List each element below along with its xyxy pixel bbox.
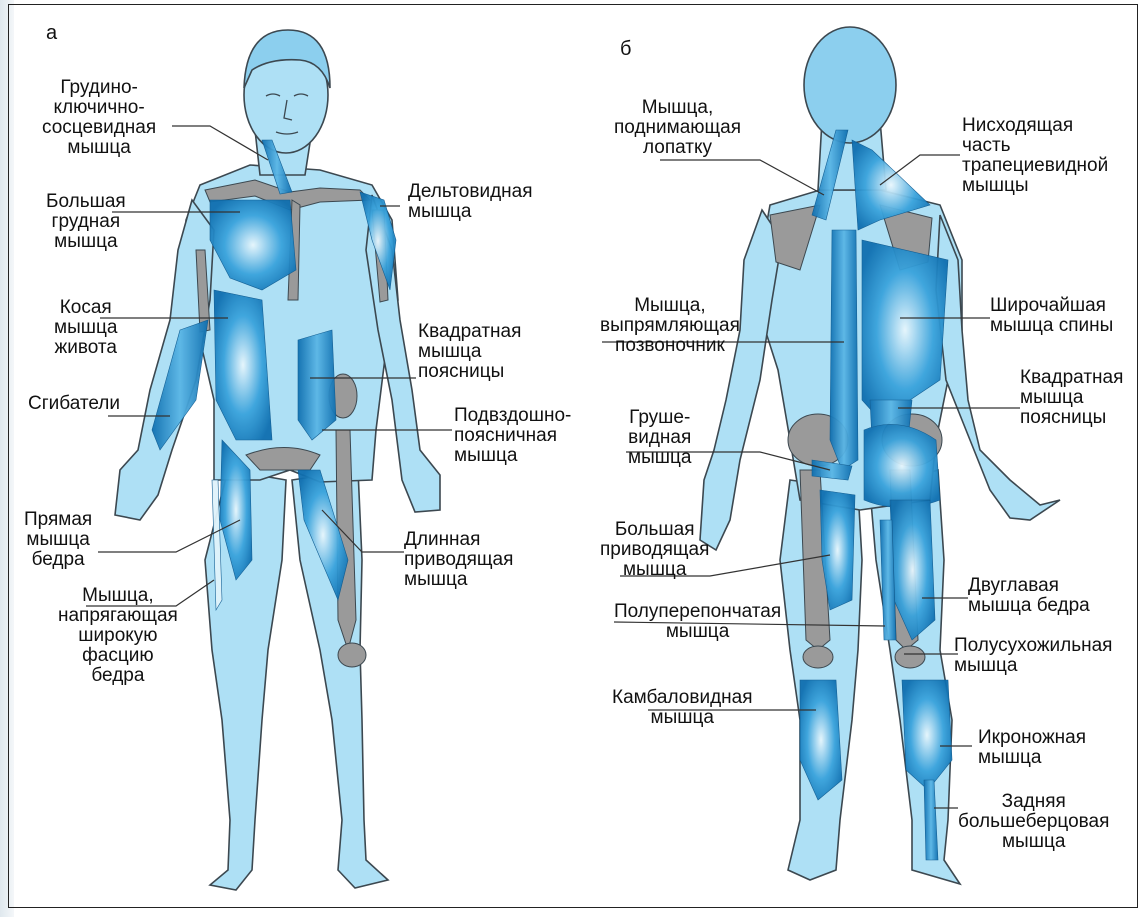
quadratus-front-muscle bbox=[298, 330, 336, 440]
label-levator-scapulae: Мышца, поднимающая лопатку bbox=[614, 98, 741, 158]
label-quadratus-front: Квадратная мышца поясницы bbox=[418, 322, 521, 382]
label-sternocleido: Грудино- ключично- сосцевидная мышца bbox=[42, 78, 156, 158]
label-biceps-femoris: Двуглавая мышца бедра bbox=[968, 576, 1090, 616]
label-gastrocnemius: Икроножная мышца bbox=[978, 728, 1086, 768]
label-adductor-magnus: Большая приводящая мышца bbox=[600, 520, 709, 580]
label-soleus: Камбаловидная мышца bbox=[612, 688, 753, 728]
label-piriformis: Груше- видная мышца bbox=[628, 408, 691, 468]
label-flexors: Сгибатели bbox=[28, 394, 120, 414]
label-semimembranosus: Полуперепончатая мышца bbox=[614, 602, 781, 642]
label-rectus-femoris: Прямая мышца бедра bbox=[24, 510, 92, 570]
label-pectoralis: Большая грудная мышца bbox=[46, 192, 126, 252]
label-latissimus: Широчайшая мышца спины bbox=[990, 296, 1113, 336]
label-adductor-longus: Длинная приводящая мышца bbox=[404, 530, 513, 590]
label-erector-spinae: Мышца, выпрямляющая позвоночник bbox=[600, 296, 740, 356]
label-quadratus-back: Квадратная мышца поясницы bbox=[1020, 368, 1123, 428]
panel-letter-back: б bbox=[620, 38, 631, 61]
erector-spinae-muscle bbox=[830, 230, 858, 470]
back-left-arm bbox=[700, 210, 782, 550]
leader-levator bbox=[660, 160, 824, 195]
label-oblique: Косая мышца живота bbox=[54, 298, 117, 358]
label-iliopsoas: Подвздошно- поясничная мышца bbox=[454, 406, 571, 466]
label-tensor-fascia: Мышца, напрягающая широкую фасцию бедра bbox=[58, 586, 178, 686]
panel-letter-front: а bbox=[46, 22, 57, 45]
label-tibialis-posterior: Задняя большеберцовая мышца bbox=[958, 792, 1109, 852]
label-semitendinosus: Полусухожильная мышца bbox=[954, 636, 1112, 676]
label-deltoid: Дельтовидная мышца bbox=[408, 182, 533, 222]
gluteus-area bbox=[864, 424, 940, 507]
label-trapezius: Нисходящая часть трапециевидной мышцы bbox=[962, 116, 1108, 196]
back-head bbox=[804, 27, 896, 143]
